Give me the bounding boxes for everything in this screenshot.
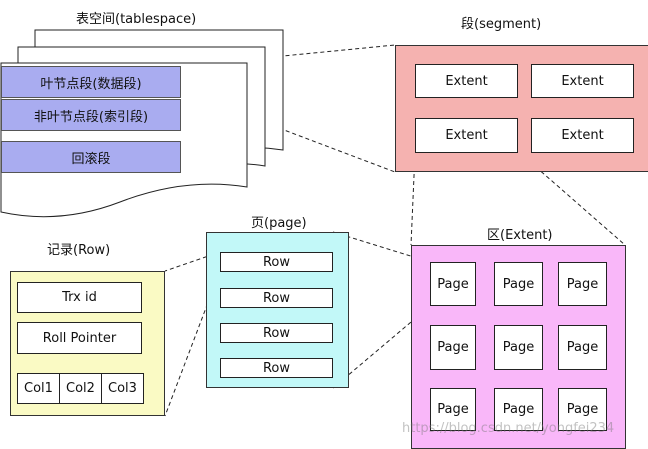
index-segment-box: 非叶节点段(索引段) (1, 99, 181, 131)
data-segment-label: 叶节点段(数据段) (40, 76, 142, 92)
extent-page-4: Page (430, 325, 476, 370)
watermark: https://blog.csdn.net/yongfei234 (402, 421, 615, 436)
col-label: Col3 (108, 381, 137, 396)
roll-pointer-box: Roll Pointer (17, 322, 142, 354)
trx-id-box: Trx id (17, 282, 142, 313)
row-title: 记录(Row) (47, 243, 111, 258)
extent-page-label: Page (502, 276, 535, 292)
trx-id-label: Trx id (62, 290, 97, 305)
page-row-label: Row (262, 360, 291, 376)
extent-page-8: Page (494, 388, 543, 431)
segment-extent-label: Extent (561, 128, 604, 143)
col-label: Col1 (24, 381, 53, 396)
rollback-segment-box: 回滚段 (1, 141, 181, 173)
connector-row-to-record-bottom (164, 270, 221, 417)
segment-extent-label: Extent (445, 128, 488, 143)
extent-page-label: Page (437, 402, 469, 417)
segment-extent-1: Extent (415, 64, 518, 98)
extent-page-7: Page (430, 388, 476, 431)
col1-box: Col1 (17, 373, 60, 404)
extent-page-2: Page (494, 262, 543, 306)
extent-page-9: Page (558, 388, 607, 431)
segment-extent-4: Extent (531, 118, 634, 153)
extent-page-label: Page (566, 402, 599, 417)
segment-title: 段(segment) (461, 17, 542, 32)
col3-box: Col3 (101, 373, 144, 404)
page-row-label: Row (262, 290, 291, 306)
tablespace-title: 表空间(tablespace) (76, 12, 197, 27)
extent-page-label: Page (437, 340, 469, 355)
segment-extent-2: Extent (531, 64, 634, 98)
extent-page-label: Page (502, 402, 535, 417)
segment-extent-label: Extent (561, 73, 604, 89)
page-row-4: Row (220, 358, 333, 378)
rollback-segment-label: 回滚段 (71, 151, 111, 167)
page-row-label: Row (262, 254, 291, 270)
page-title: 页(page) (251, 216, 307, 231)
extent-page-3: Page (558, 262, 607, 306)
extent-page-label: Page (566, 276, 599, 292)
extent-page-label: Page (566, 340, 599, 355)
extent-page-5: Page (494, 325, 543, 370)
page-row-3: Row (220, 323, 333, 343)
extent-page-label: Page (437, 276, 469, 292)
col2-box: Col2 (59, 373, 102, 404)
segment-extent-label: Extent (445, 73, 488, 89)
extent-page-1: Page (430, 262, 476, 306)
page-row-label: Row (262, 325, 291, 341)
extent-page-label: Page (502, 340, 535, 355)
page-row-2: Row (220, 288, 333, 308)
index-segment-label: 非叶节点段(索引段) (33, 109, 149, 125)
data-segment-box: 叶节点段(数据段) (1, 66, 181, 98)
extent-title: 区(Extent) (487, 228, 553, 243)
segment-extent-3: Extent (415, 118, 518, 153)
col-label: Col2 (66, 381, 95, 396)
page-row-1: Row (220, 252, 333, 272)
extent-page-6: Page (558, 325, 607, 370)
roll-pointer-label: Roll Pointer (42, 330, 117, 346)
